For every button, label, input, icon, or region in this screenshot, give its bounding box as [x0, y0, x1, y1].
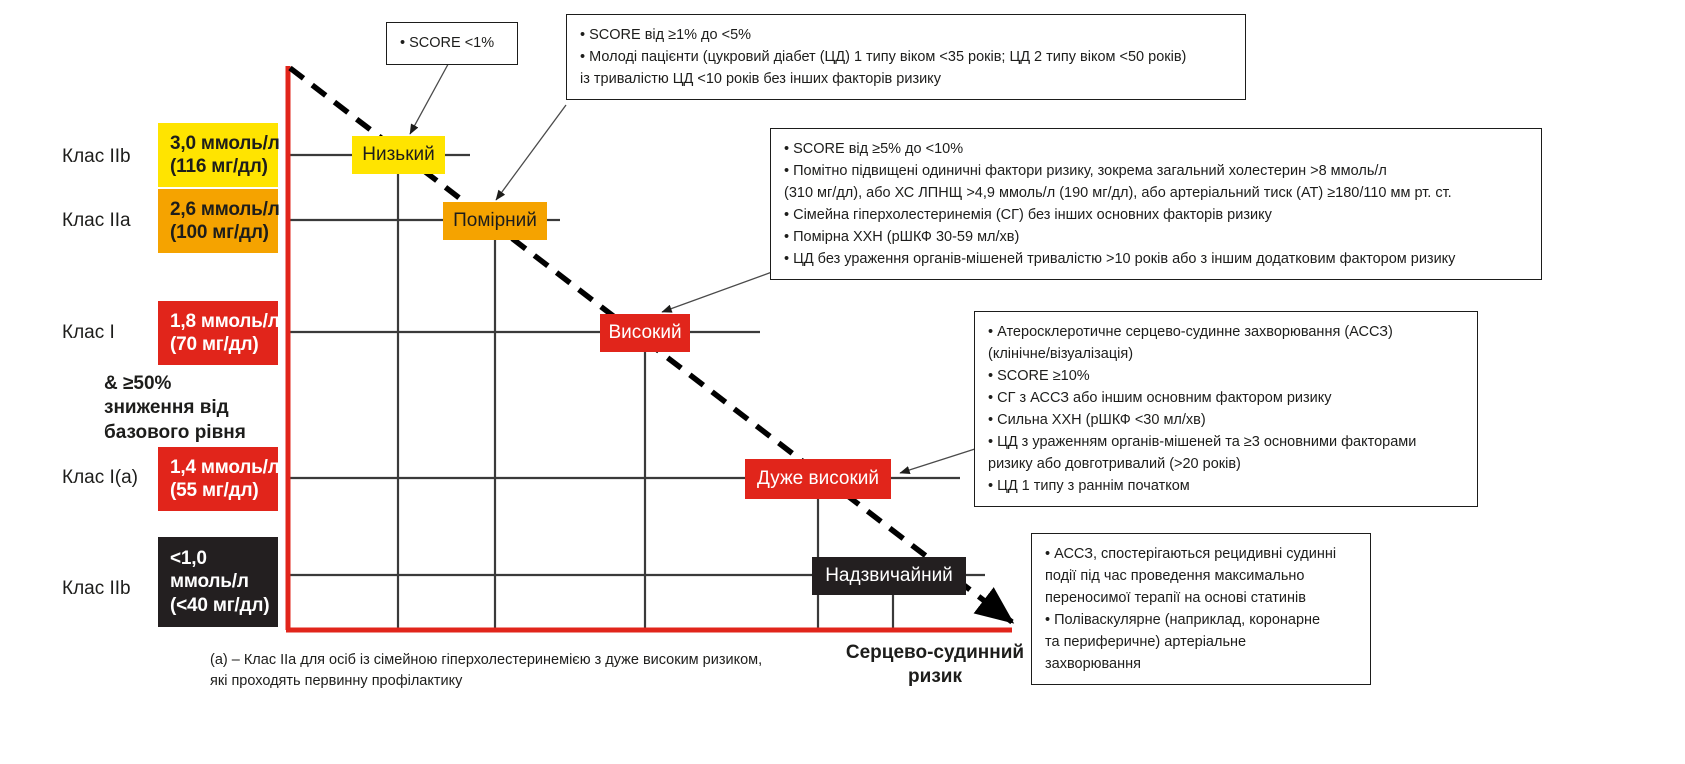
callout-high-line-1: • SCORE від ≥5% до <10%: [784, 141, 964, 157]
callout-extreme-line-6: захворювання: [1045, 656, 1141, 673]
ldl-target-value: 3,0 ммоль/л: [170, 132, 280, 154]
class-label-i: Клас I: [62, 322, 115, 343]
grid-vertical-lines: [396, 155, 895, 628]
callout-very-high-risk: • Атеросклеротичне серцево-судинне захво…: [974, 311, 1478, 508]
ldl-target-alt: (100 мг/дл): [170, 222, 269, 243]
callout-high-line-4: • Сімейна гіперхолестеринемія (СГ) без і…: [784, 207, 1272, 224]
reduction-note-line1: & ≥50%: [104, 373, 172, 394]
callout-extreme-line-4: • Полiваскулярне (наприклад, коронарне: [1045, 612, 1321, 629]
callout-very-high-line-8: • ЦД 1 типу з раннім початком: [988, 478, 1190, 495]
callout-extreme-line-5: та периферичне) артеріальне: [1045, 634, 1247, 651]
ldl-target-box-1-4: 1,4 ммоль/л (55 мг/дл): [158, 447, 280, 511]
callout-low-risk: • SCORE <1%: [386, 22, 518, 66]
risk-chip-moderate[interactable]: Помірний: [443, 202, 547, 240]
callout-very-high-line-6: • ЦД з ураженням органів-мішеней та ≥3 о…: [988, 434, 1417, 451]
footnote-line1: (a) – Клас IIa для осіб із сімейною гіпе…: [210, 652, 763, 668]
risk-chip-very-high[interactable]: Дуже високий: [745, 459, 891, 499]
ldl-target-value: 2,6 ммоль/л: [170, 198, 280, 220]
callout-very-high-line-3: • SCORE ≥10%: [988, 368, 1090, 385]
class-label-iib-top: Клас IIb: [62, 146, 131, 167]
class-label-iib-bottom: Клас IIb: [62, 578, 131, 599]
callout-extreme-line-3: переносимої терапії на основі статинів: [1045, 590, 1306, 607]
class-label-iia: Клас IIa: [62, 210, 131, 231]
x-axis-title-line2: ризик: [908, 665, 962, 687]
footnote: (a) – Клас IIa для осіб із сімейною гіпе…: [210, 650, 850, 692]
risk-chip-high[interactable]: Високий: [600, 314, 690, 352]
footnote-line2: які проходять первинну профілактику: [210, 673, 463, 690]
ldl-target-box-3-0: 3,0 ммоль/л (116 мг/дл): [158, 123, 280, 187]
ldl-target-alt: (<40 мг/дл): [170, 594, 270, 616]
callout-very-high-line-2: (клінічне/візуалізація): [988, 346, 1134, 363]
ldl-target-alt: (70 мг/дл): [170, 334, 259, 355]
risk-chip-low[interactable]: Низький: [352, 136, 445, 174]
callout-moderate-line-1: • SCORE від ≥1% до <5%: [580, 27, 752, 43]
callout-high-line-5: • Помірна ХХН (рШКФ 30-59 мл/хв): [784, 229, 1020, 246]
x-axis-title-line1: Серцево-судинний: [845, 642, 1025, 663]
ldl-target-value: 1,4 ммоль/л: [170, 456, 280, 478]
callout-moderate-line-3: із тривалістю ЦД <10 років без інших фак…: [580, 71, 941, 88]
callout-extreme-risk: • АССЗ, спостерігаються рецидивні судинн…: [1031, 533, 1371, 686]
callout-extreme-line-1: • АССЗ, спостерігаються рецидивні судинн…: [1045, 546, 1337, 562]
callout-high-risk: • SCORE від ≥5% до <10% • Помітно підвищ…: [770, 128, 1542, 281]
reduction-note-line2: зниження від: [104, 397, 229, 419]
callout-high-line-3: (310 мг/дл), або ХС ЛПНЩ >4,9 ммоль/л (1…: [784, 185, 1452, 202]
callout-very-high-line-4: • СГ з АССЗ або іншим основним фактором …: [988, 390, 1332, 407]
ldl-target-alt: (116 мг/дл): [170, 156, 268, 177]
reduction-note: & ≥50% зниження від базового рівня: [104, 372, 284, 445]
callout-very-high-line-1: • Атеросклеротичне серцево-судинне захво…: [988, 324, 1393, 340]
callout-high-line-2: • Помітно підвищені одиничні фактори риз…: [784, 163, 1387, 180]
ldl-target-alt: (55 мг/дл): [170, 480, 259, 501]
ldl-target-value: <1,0: [170, 548, 207, 570]
callout-very-high-line-5: • Сильна ХХН (рШКФ <30 мл/хв): [988, 412, 1206, 429]
callout-very-high-line-7: ризику або довготривалий (>20 років): [988, 456, 1241, 473]
ldl-target-box-2-6: 2,6 ммоль/л (100 мг/дл): [158, 189, 280, 253]
ldl-target-box-1-8: 1,8 ммоль/л (70 мг/дл): [158, 301, 280, 365]
class-label-ia: Клас I(a): [62, 467, 138, 488]
ldl-target-value: 1,8 ммоль/л: [170, 310, 280, 332]
x-axis-title: Серцево-судинний ризик: [845, 641, 1025, 689]
callout-high-line-6: • ЦД без ураження органів-мішеней тривал…: [784, 251, 1456, 268]
callout-moderate-line-2: • Молоді пацієнти (цукровий діабет (ЦД) …: [580, 49, 1187, 66]
callout-extreme-line-2: події під час проведення максимально: [1045, 568, 1305, 585]
callout-low-line-1: • SCORE <1%: [400, 35, 495, 51]
ldl-target-unit: ммоль/л: [170, 571, 249, 593]
ldl-target-box-below-1-0: <1,0 ммоль/л (<40 мг/дл): [158, 537, 278, 627]
risk-chip-extreme[interactable]: Надзвичайний: [812, 557, 966, 595]
callout-leader-lines: [409, 56, 979, 474]
callout-moderate-risk: • SCORE від ≥1% до <5% • Молоді пацієнти…: [566, 14, 1246, 101]
grid-horizontal-lines: [288, 153, 985, 577]
reduction-note-line3: базового рівня: [104, 421, 246, 443]
